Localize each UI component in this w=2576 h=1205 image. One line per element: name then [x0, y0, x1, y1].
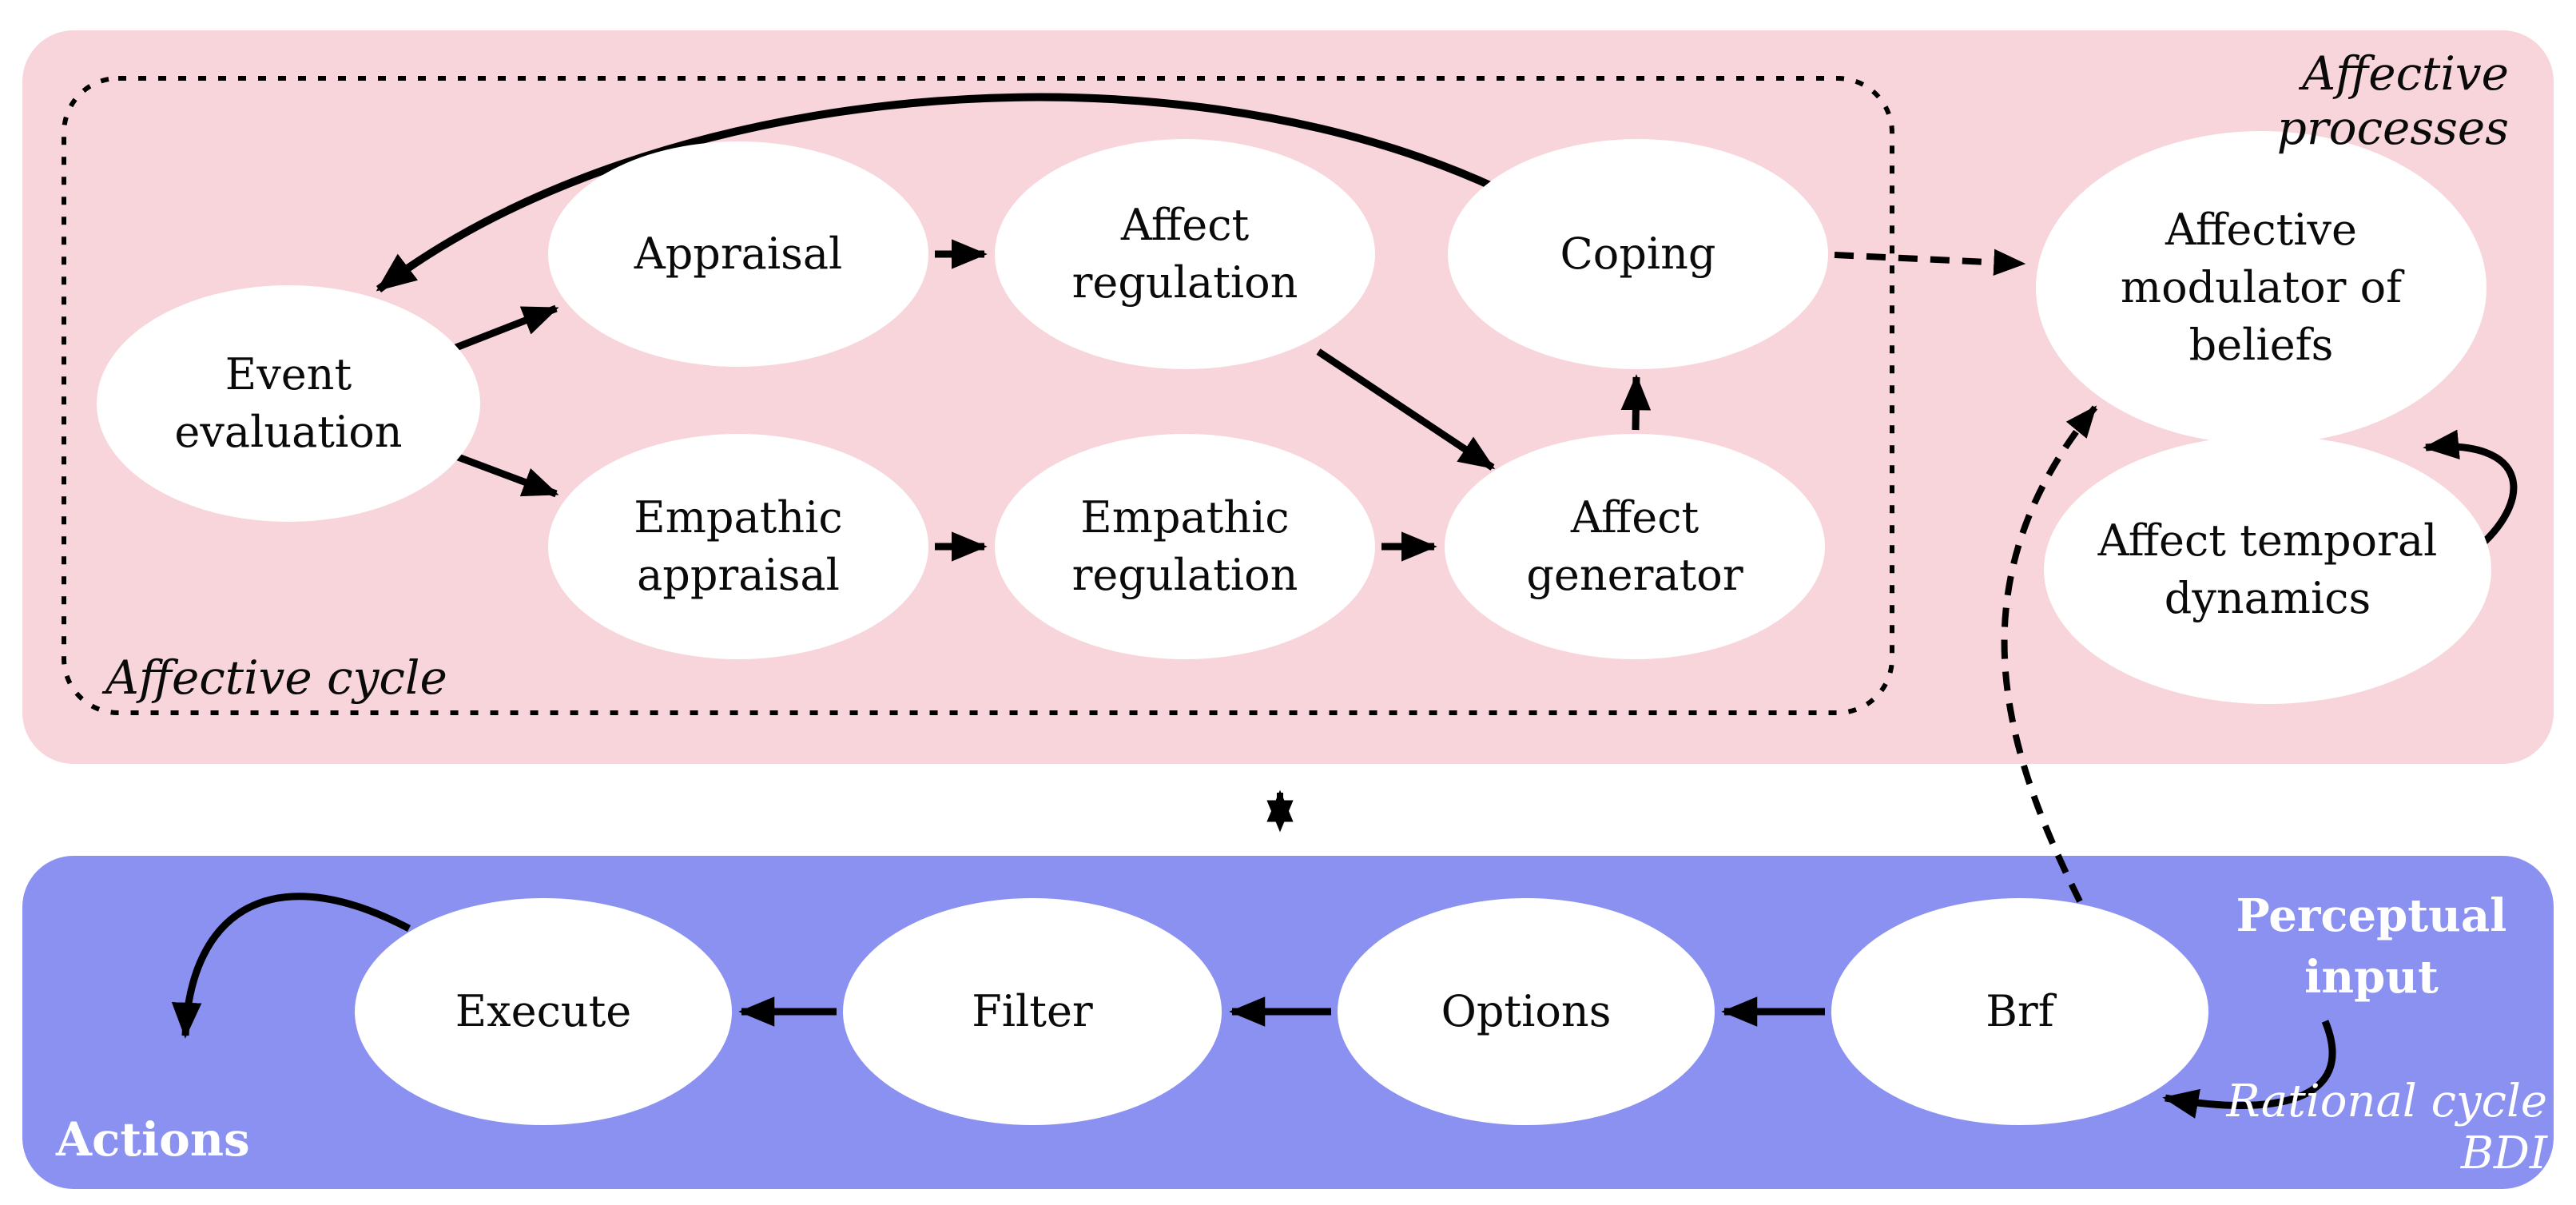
edge-brf-to-affective-modulator: [2001, 405, 2098, 903]
perceptual-input-label: Perceptual input: [2236, 889, 2507, 1004]
node-empathic-appraisal: Empathic appraisal: [548, 434, 928, 659]
node-event-evaluation: Event evaluation: [97, 285, 480, 522]
node-affect-regulation: Affect regulation: [995, 139, 1375, 369]
node-affect-generator: Affect generator: [1445, 434, 1825, 659]
affective-cycle-border: [62, 76, 1894, 715]
node-empathic-regulation: Empathic regulation: [995, 434, 1375, 659]
node-coping: Coping: [1448, 139, 1828, 369]
node-brf: Brf: [1831, 898, 2208, 1125]
node-affective-modulator-of-beliefs: Affective modulator of beliefs: [2036, 131, 2487, 444]
edge-execute-to-actions: [171, 893, 411, 1039]
edge-coping-to-event-evaluation: [376, 93, 1500, 292]
node-filter: Filter: [843, 898, 1222, 1125]
edge-event-evaluation-to-empathic-appraisal: [452, 451, 559, 498]
node-appraisal: Appraisal: [548, 141, 928, 367]
edge-affect-temporal-self-loop: [2423, 429, 2518, 555]
affective-processes-title: Affective processes: [2276, 46, 2509, 155]
affective-cycle-title: Affective cycle: [105, 650, 447, 705]
node-options: Options: [1338, 898, 1715, 1125]
rational-cycle-title: Rational cycle BDI: [2226, 1076, 2547, 1179]
node-affect-temporal-dynamics: Affect temporal dynamics: [2044, 435, 2491, 704]
node-execute: Execute: [355, 898, 732, 1125]
edge-affect-regulation-to-affect-generator: [1316, 348, 1496, 471]
edge-event-evaluation-to-appraisal: [452, 304, 559, 352]
actions-label: Actions: [56, 1112, 250, 1167]
edge-perceptual-input-to-brf: [2162, 1020, 2336, 1119]
